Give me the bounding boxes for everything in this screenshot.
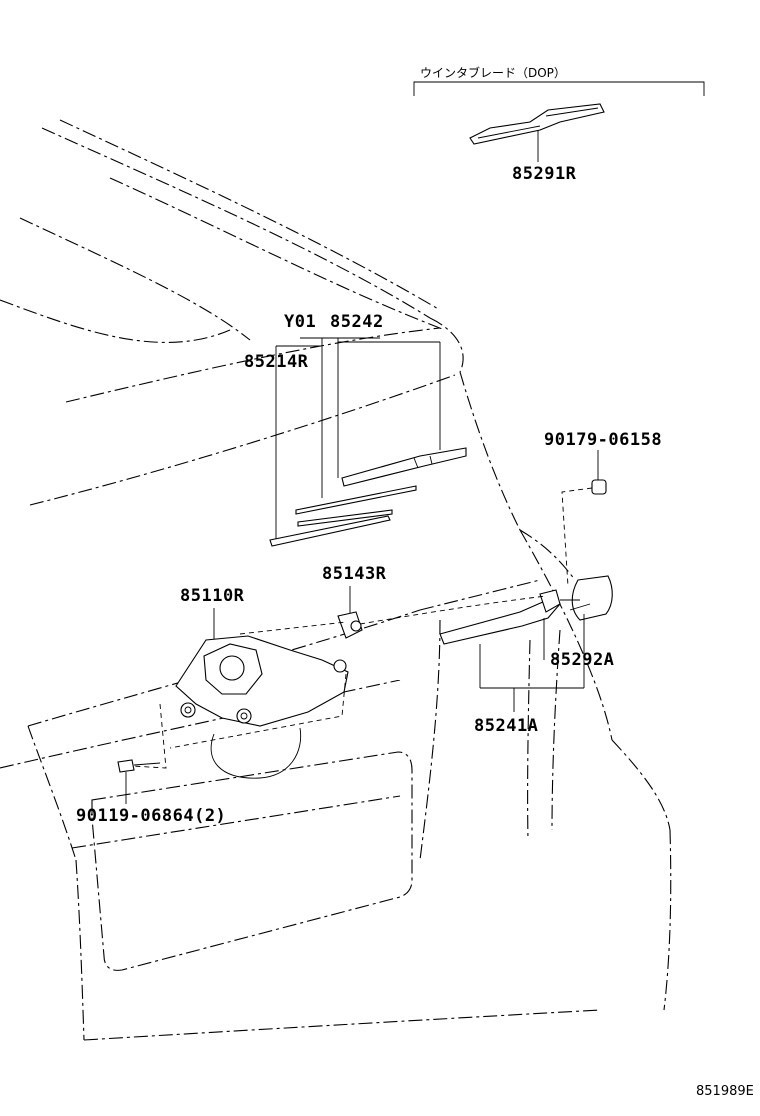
part-label-Y01[interactable]: Y01 bbox=[284, 312, 317, 332]
rear-blade-drawing bbox=[269, 447, 467, 547]
part-label-85242[interactable]: 85242 bbox=[330, 312, 384, 332]
part-label-85291R[interactable]: 85291R bbox=[512, 164, 577, 184]
winter-blade-drawing bbox=[469, 103, 605, 162]
part-label-85214R[interactable]: 85214R bbox=[244, 352, 309, 372]
bolt-drawing bbox=[117, 759, 161, 804]
vehicle-body-outline bbox=[0, 119, 672, 1041]
diagram-code: 851989E bbox=[696, 1084, 754, 1099]
part-label-85143R[interactable]: 85143R bbox=[322, 564, 387, 584]
part-label-85241A[interactable]: 85241A bbox=[474, 716, 539, 736]
part-label-85292A[interactable]: 85292A bbox=[550, 650, 615, 670]
part-label-90179-06158[interactable]: 90179-06158 bbox=[544, 430, 663, 450]
nut-drawing bbox=[561, 450, 607, 587]
dop-group-bracket bbox=[413, 81, 705, 96]
blade-group-leaders bbox=[275, 337, 441, 540]
part-label-85110R[interactable]: 85110R bbox=[180, 586, 245, 606]
part-label-90119-06864[interactable]: 90119-06864(2) bbox=[76, 806, 227, 826]
dop-caption-label: ウインタブレード（DOP） bbox=[420, 66, 566, 80]
license-plate-recess bbox=[71, 751, 413, 971]
wiper-motor-drawing bbox=[131, 608, 349, 779]
wiper-arm-drawing bbox=[359, 575, 613, 712]
grommet-drawing bbox=[337, 586, 363, 639]
